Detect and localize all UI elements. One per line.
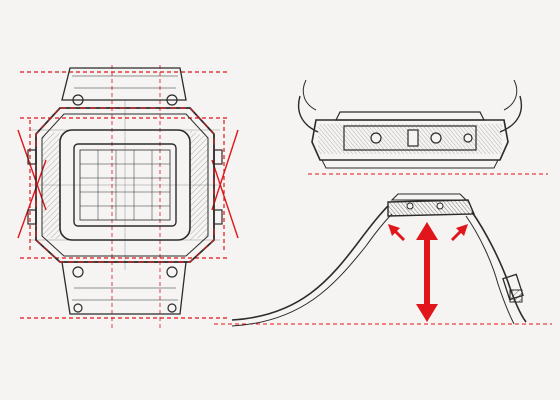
side-watch-lifted-icon (214, 193, 552, 327)
diag-arrow-left-icon (388, 224, 406, 242)
front-watch-sketch-icon (17, 65, 239, 330)
angle-guides (17, 129, 239, 239)
diag-arrow-right-icon (450, 224, 468, 242)
up-down-arrow-icon (416, 222, 438, 322)
side-watch-profile-icon (297, 79, 548, 175)
